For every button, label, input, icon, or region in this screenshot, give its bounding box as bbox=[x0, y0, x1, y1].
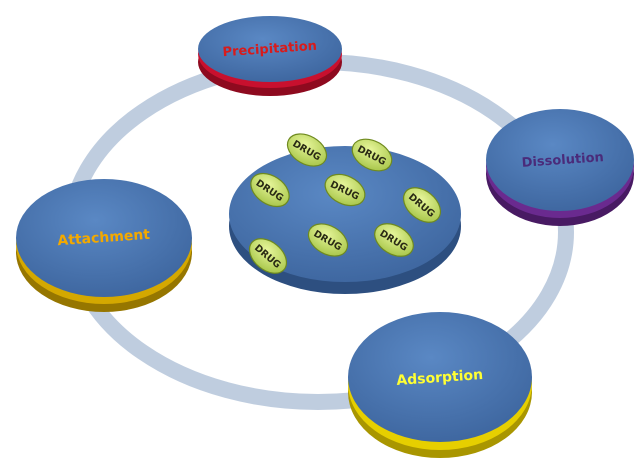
node-precipitation: Precipitation bbox=[198, 16, 342, 96]
drug-pill: DRUG bbox=[307, 223, 349, 257]
drug-pill: DRUG bbox=[351, 138, 393, 172]
label-adsorption: Adsorption bbox=[396, 367, 484, 389]
drug-pill: DRUG bbox=[402, 187, 442, 223]
node-dissolution: Dissolution bbox=[486, 109, 634, 226]
drug-pill: DRUG bbox=[286, 133, 328, 167]
node-attachment: Attachment bbox=[16, 179, 192, 312]
label-attachment: Attachment bbox=[57, 227, 151, 249]
node-adsorption: Adsorption bbox=[348, 312, 532, 458]
label-precipitation: Precipitation bbox=[222, 39, 317, 61]
drug-pill: DRUG bbox=[250, 172, 290, 208]
drug-pill: DRUG bbox=[324, 173, 366, 207]
drug-pill: DRUG bbox=[374, 223, 414, 257]
label-dissolution: Dissolution bbox=[521, 150, 604, 171]
